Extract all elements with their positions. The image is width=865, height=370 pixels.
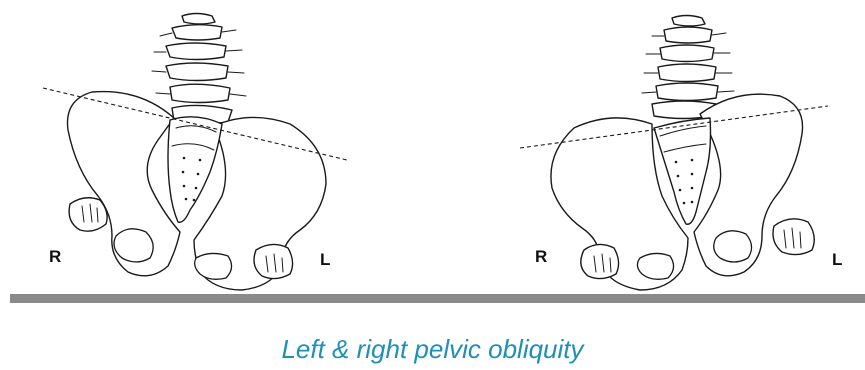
lumbar-spine-left bbox=[152, 14, 246, 124]
left-pelvis-illustration: R L bbox=[43, 14, 347, 291]
right-femoral-head-right-figure bbox=[581, 244, 619, 278]
left-femoral-head-right-figure bbox=[773, 219, 814, 255]
figure-caption: Left & right pelvic obliquity bbox=[0, 333, 865, 365]
left-femoral-head-left-figure bbox=[254, 244, 293, 278]
right-pelvis-illustration: R L bbox=[520, 16, 842, 291]
right-obturator-foramen-right-figure bbox=[637, 253, 673, 279]
left-side-label-left-figure: L bbox=[320, 250, 330, 269]
right-side-label-left-figure: R bbox=[49, 247, 61, 266]
left-side-label-right-figure: L bbox=[832, 250, 842, 269]
floor-bar bbox=[10, 294, 865, 303]
right-side-label-right-figure: R bbox=[535, 247, 547, 266]
left-obturator-foramen-left-figure bbox=[195, 253, 232, 279]
sacrum-left-figure bbox=[168, 117, 222, 222]
right-femoral-head-left-figure bbox=[69, 198, 107, 231]
left-obturator-foramen-right-figure bbox=[714, 231, 752, 262]
